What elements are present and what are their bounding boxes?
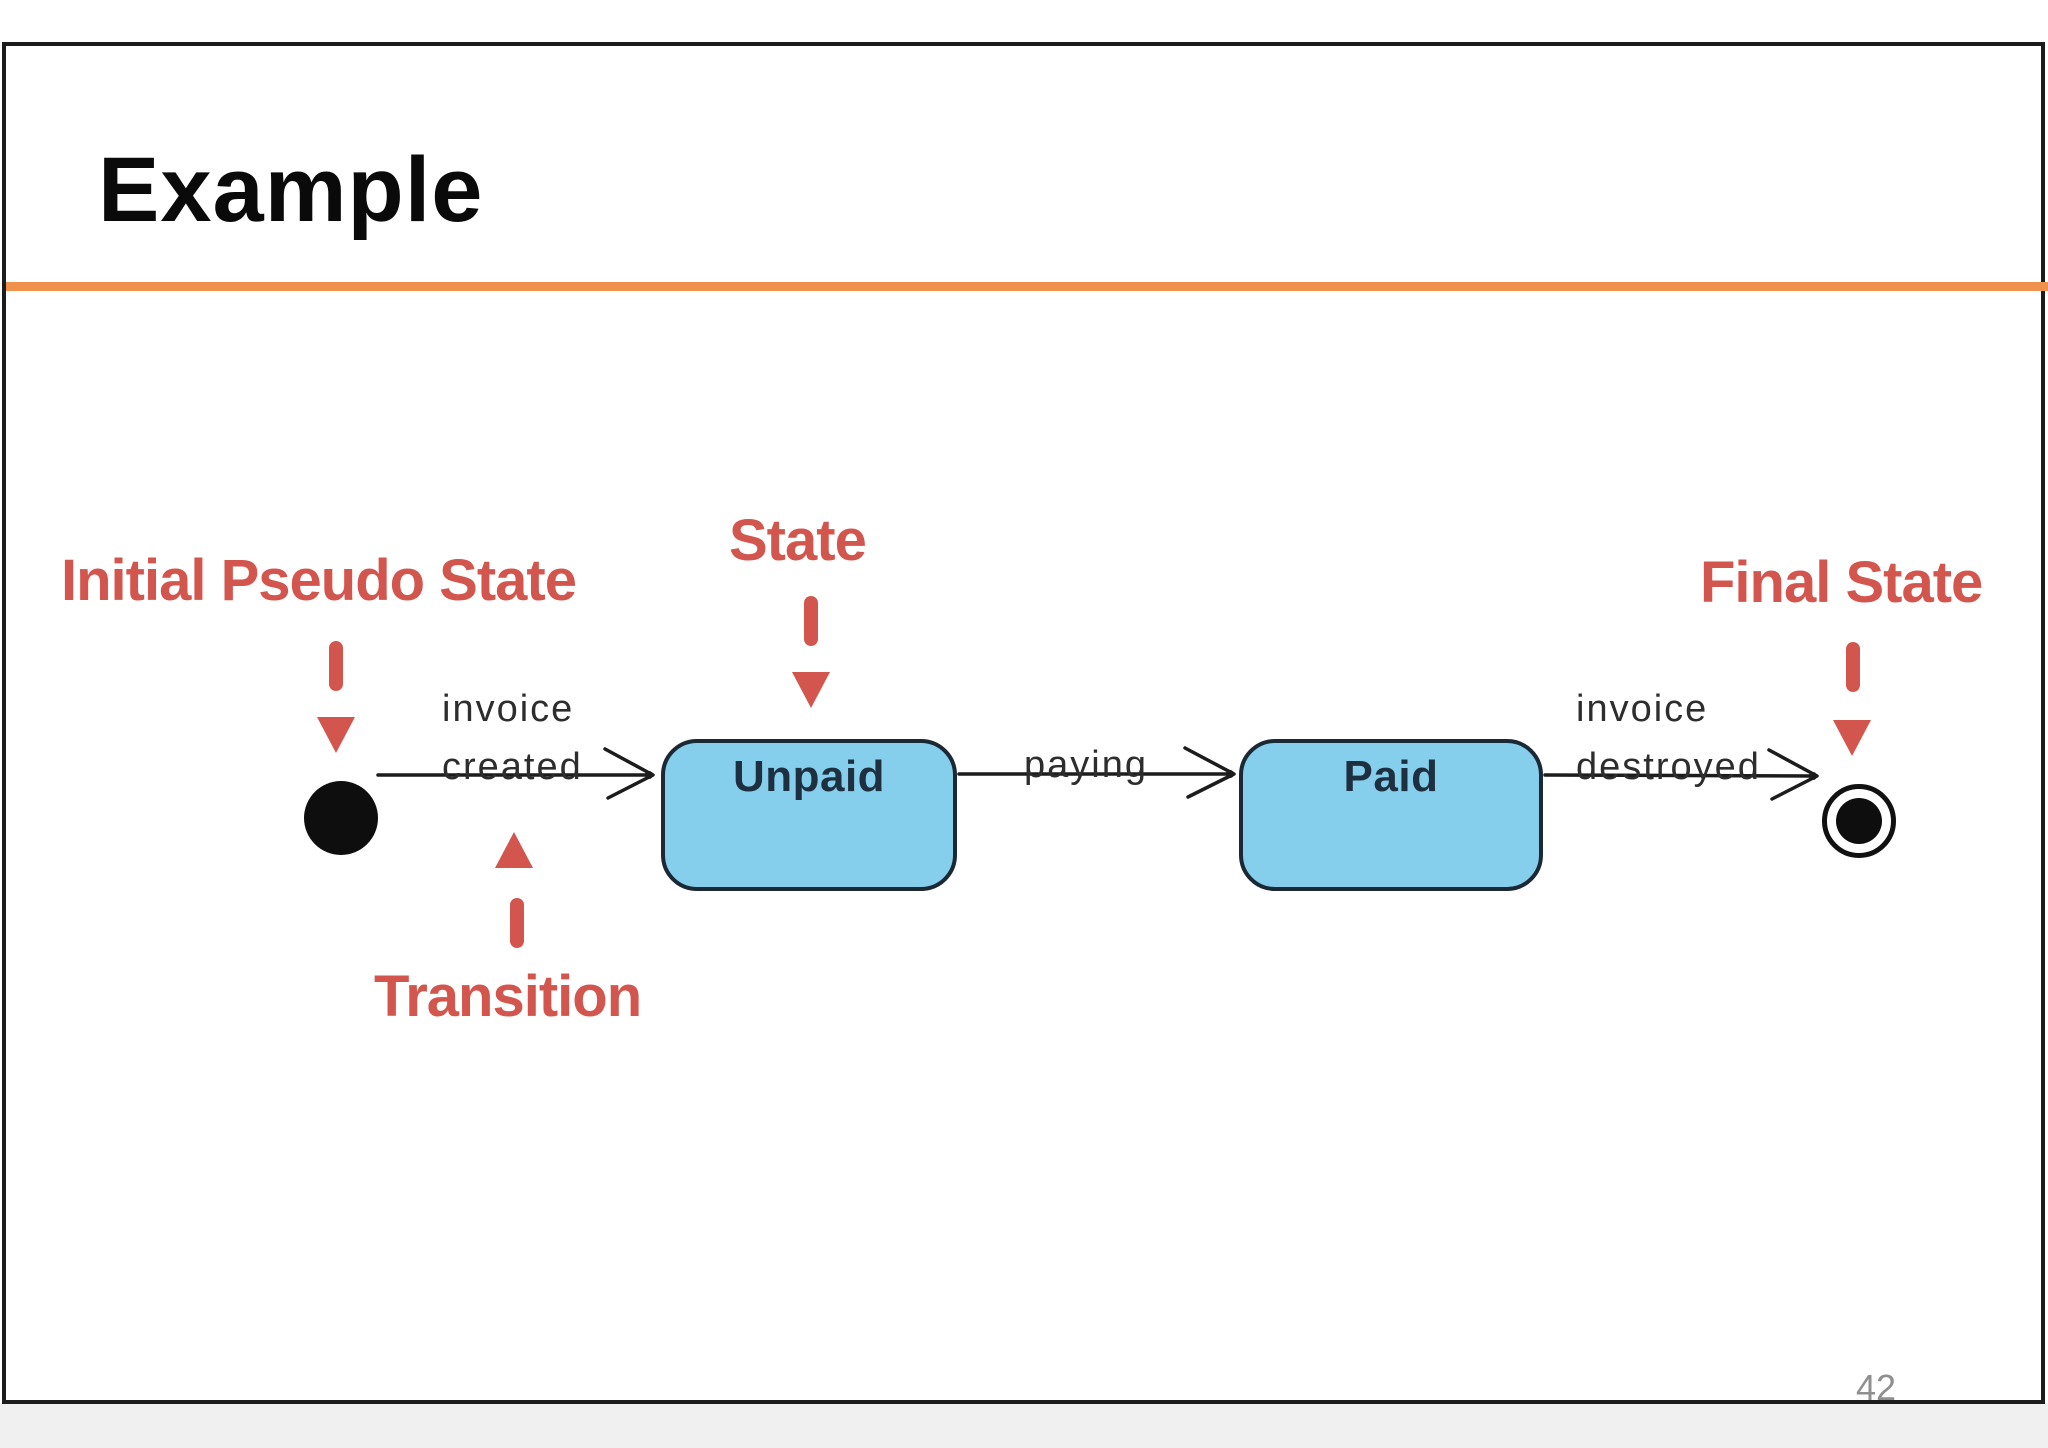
transition-label-line: created (442, 746, 583, 788)
initial-pseudo-state-node (304, 781, 378, 855)
pointer-dash-initial-icon (329, 641, 343, 691)
state-node-unpaid: Unpaid (661, 739, 957, 891)
arrow-up-transition-icon (495, 832, 533, 868)
pointer-dash-final-icon (1846, 642, 1860, 692)
transition-label-line: invoice (1576, 688, 1709, 730)
arrow-down-final-icon (1833, 720, 1871, 756)
label-transition: Transition (374, 964, 642, 1029)
page-number: 42 (1856, 1367, 1897, 1408)
transition-label-paying: paying (1024, 736, 1148, 794)
slide-title: Example (98, 139, 484, 241)
state-node-label: Unpaid (732, 752, 886, 801)
transition-label-invoice-destroyed: invoice destroyed (1576, 680, 1761, 796)
label-state: State (729, 508, 867, 573)
slide-canvas: Example Initial Pseudo State State Fin (2, 42, 2048, 1408)
state-node-paid: Paid (1239, 739, 1543, 891)
label-final-state: Final State (1700, 550, 1983, 615)
transition-label-invoice-created: invoice created (442, 680, 583, 796)
pointer-dash-transition-icon (510, 898, 524, 948)
final-state-inner-dot (1836, 798, 1882, 844)
pointer-dash-state-icon (804, 596, 818, 646)
transition-label-line: destroyed (1576, 746, 1761, 788)
final-state-node (1822, 784, 1896, 858)
transition-label-line: paying (1024, 744, 1148, 786)
title-accent-rule (6, 282, 2048, 291)
arrow-down-state-icon (792, 672, 830, 708)
bottom-gray-strip (0, 1404, 2048, 1448)
transition-label-line: invoice (442, 688, 575, 730)
state-node-label: Paid (1343, 752, 1439, 801)
arrow-down-initial-icon (317, 717, 355, 753)
label-initial-pseudo-state: Initial Pseudo State (61, 548, 577, 613)
